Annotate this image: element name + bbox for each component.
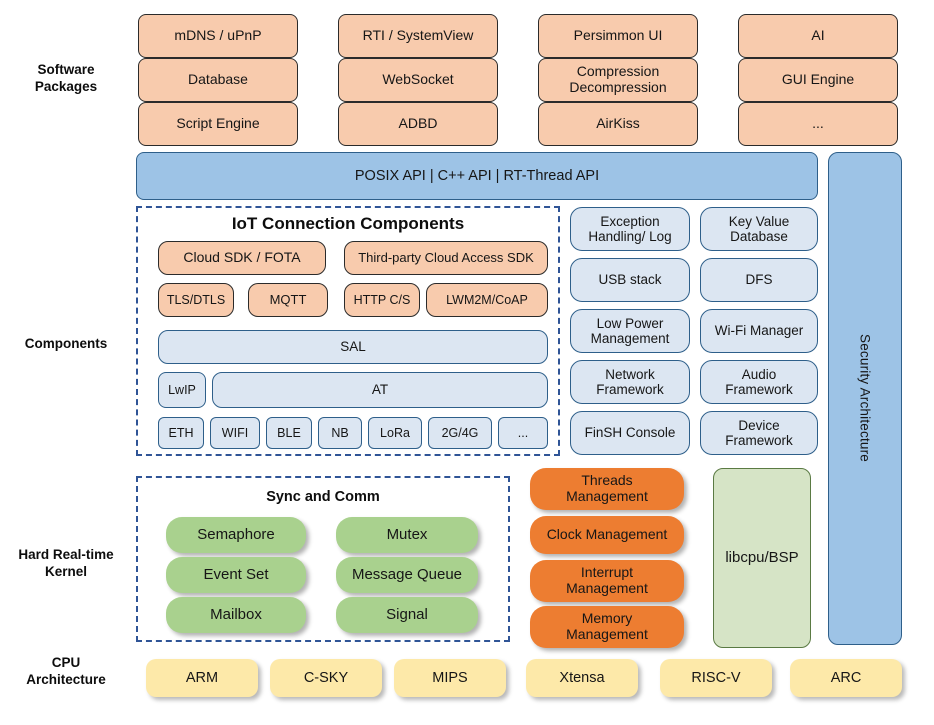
row-label-components: Components bbox=[24, 336, 108, 351]
sync-object-box[interactable]: Signal bbox=[336, 597, 478, 633]
iot-link-box[interactable]: WIFI bbox=[210, 417, 260, 449]
package-box[interactable]: Compression Decompression bbox=[538, 58, 698, 102]
kernel-service-box[interactable]: Memory Management bbox=[530, 606, 684, 648]
row-label-cpu-architecture: CPU Architecture bbox=[26, 655, 106, 687]
component-box[interactable]: Network Framework bbox=[570, 360, 690, 404]
sync-object-box[interactable]: Mailbox bbox=[166, 597, 306, 633]
package-box[interactable]: RTI / SystemView bbox=[338, 14, 498, 58]
package-box[interactable]: WebSocket bbox=[338, 58, 498, 102]
component-box[interactable]: Wi-Fi Manager bbox=[700, 309, 818, 353]
iot-connection-group bbox=[136, 206, 560, 456]
package-box[interactable]: AirKiss bbox=[538, 102, 698, 146]
iot-sal-box[interactable]: SAL bbox=[158, 330, 548, 364]
component-box[interactable]: Device Framework bbox=[700, 411, 818, 455]
package-box[interactable]: Script Engine bbox=[138, 102, 298, 146]
package-box[interactable]: AI bbox=[738, 14, 898, 58]
security-architecture-label: Security Architecture bbox=[857, 334, 873, 463]
iot-lwip-box[interactable]: LwIP bbox=[158, 372, 206, 408]
component-box[interactable]: FinSH Console bbox=[570, 411, 690, 455]
iot-link-box[interactable]: ETH bbox=[158, 417, 204, 449]
package-box[interactable]: ADBD bbox=[338, 102, 498, 146]
component-box[interactable]: DFS bbox=[700, 258, 818, 302]
package-box[interactable]: GUI Engine bbox=[738, 58, 898, 102]
cpu-arch-box[interactable]: ARM bbox=[146, 659, 258, 697]
iot-link-box[interactable]: 2G/4G bbox=[428, 417, 492, 449]
iot-cloud-sdk-box[interactable]: Cloud SDK / FOTA bbox=[158, 241, 326, 275]
iot-link-box[interactable]: ... bbox=[498, 417, 548, 449]
component-box[interactable]: Key Value Database bbox=[700, 207, 818, 251]
cpu-arch-box[interactable]: ARC bbox=[790, 659, 902, 697]
api-bar[interactable]: POSIX API | C++ API | RT-Thread API bbox=[136, 152, 818, 200]
cpu-arch-box[interactable]: Xtensa bbox=[526, 659, 638, 697]
cpu-arch-box[interactable]: RISC-V bbox=[660, 659, 772, 697]
component-box[interactable]: Audio Framework bbox=[700, 360, 818, 404]
iot-protocol-box[interactable]: HTTP C/S bbox=[344, 283, 420, 317]
sync-comm-title: Sync and Comm bbox=[266, 489, 380, 505]
iot-third-party-sdk-box[interactable]: Third-party Cloud Access SDK bbox=[344, 241, 548, 275]
sync-comm-group bbox=[136, 476, 510, 642]
iot-connection-title: IoT Connection Components bbox=[231, 214, 465, 233]
cpu-arch-box[interactable]: C-SKY bbox=[270, 659, 382, 697]
iot-at-box[interactable]: AT bbox=[212, 372, 548, 408]
kernel-service-box[interactable]: Clock Management bbox=[530, 516, 684, 554]
iot-protocol-box[interactable]: LWM2M/CoAP bbox=[426, 283, 548, 317]
sync-object-box[interactable]: Event Set bbox=[166, 557, 306, 593]
package-box[interactable]: Database bbox=[138, 58, 298, 102]
row-label-kernel: Hard Real-time Kernel bbox=[18, 547, 114, 579]
package-box[interactable]: mDNS / uPnP bbox=[138, 14, 298, 58]
cpu-arch-box[interactable]: MIPS bbox=[394, 659, 506, 697]
kernel-service-box[interactable]: Threads Management bbox=[530, 468, 684, 510]
sync-object-box[interactable]: Semaphore bbox=[166, 517, 306, 553]
iot-link-box[interactable]: NB bbox=[318, 417, 362, 449]
iot-link-box[interactable]: BLE bbox=[266, 417, 312, 449]
package-box[interactable]: ... bbox=[738, 102, 898, 146]
iot-protocol-box[interactable]: TLS/DTLS bbox=[158, 283, 234, 317]
sync-object-box[interactable]: Mutex bbox=[336, 517, 478, 553]
libcpu-bsp-box[interactable]: libcpu/BSP bbox=[713, 468, 811, 648]
component-box[interactable]: USB stack bbox=[570, 258, 690, 302]
kernel-service-box[interactable]: Interrupt Management bbox=[530, 560, 684, 602]
sync-object-box[interactable]: Message Queue bbox=[336, 557, 478, 593]
security-architecture-bar[interactable]: Security Architecture bbox=[828, 152, 902, 645]
iot-link-box[interactable]: LoRa bbox=[368, 417, 422, 449]
iot-protocol-box[interactable]: MQTT bbox=[248, 283, 328, 317]
component-box[interactable]: Low Power Management bbox=[570, 309, 690, 353]
component-box[interactable]: Exception Handling/ Log bbox=[570, 207, 690, 251]
row-label-software-packages: Software Packages bbox=[34, 62, 98, 94]
package-box[interactable]: Persimmon UI bbox=[538, 14, 698, 58]
